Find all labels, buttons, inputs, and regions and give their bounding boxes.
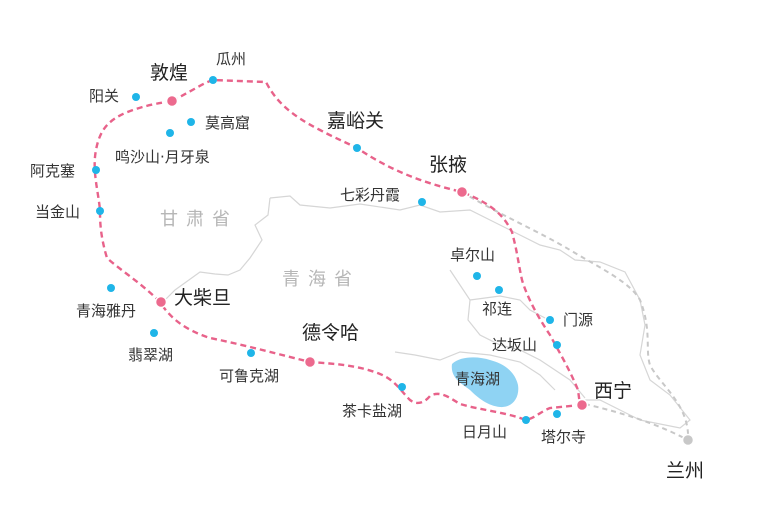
poi-label-riyueshan[interactable]: 日月山	[462, 423, 508, 441]
poi-label-yangguan[interactable]: 阳关	[89, 87, 120, 105]
poi-label-qilian[interactable]: 祁连	[482, 300, 513, 318]
city-dot-dunhuang[interactable]	[165, 94, 179, 108]
poi-label-dabanshan[interactable]: 达坂山	[492, 336, 538, 354]
region-label-gansu: 甘肃省	[160, 209, 238, 230]
poi-dot-qinghai-yadan[interactable]	[107, 284, 115, 292]
province-border	[449, 269, 586, 399]
poi-label-feicuihu[interactable]: 翡翠湖	[128, 346, 174, 364]
city-dot-lanzhou[interactable]	[681, 433, 695, 447]
city-dot-xining[interactable]	[575, 398, 589, 412]
poi-label-zhuoershan[interactable]: 卓尔山	[450, 246, 496, 264]
qinghai-lake-shape	[451, 357, 519, 408]
lake-label: 青海湖	[455, 370, 501, 388]
poi-label-guazhou[interactable]: 瓜州	[216, 50, 247, 68]
province-border	[469, 295, 546, 319]
side-route-path	[584, 403, 689, 441]
poi-dot-qicai[interactable]	[418, 198, 426, 206]
poi-dot-dabanshan[interactable]	[553, 341, 561, 349]
poi-dot-riyueshan[interactable]	[522, 416, 530, 424]
poi-dot-mingsha[interactable]	[166, 129, 174, 137]
province-border	[394, 351, 556, 391]
poi-label-mingsha[interactable]: 鸣沙山·月牙泉	[115, 148, 210, 166]
poi-label-dangjinshan[interactable]: 当金山	[35, 203, 81, 221]
poi-dot-yangguan[interactable]	[132, 93, 140, 101]
poi-dot-chaka[interactable]	[398, 383, 406, 391]
poi-label-qicai[interactable]: 七彩丹霞	[340, 186, 401, 204]
poi-dot-taersi[interactable]	[553, 410, 561, 418]
poi-markers	[92, 76, 561, 424]
side-route-path	[461, 191, 690, 441]
poi-dot-qilian[interactable]	[495, 286, 503, 294]
poi-dot-keluke[interactable]	[247, 349, 255, 357]
poi-label-mogao[interactable]: 莫高窟	[205, 114, 251, 132]
poi-dot-jiayuguan[interactable]	[353, 144, 361, 152]
city-label-dunhuang[interactable]: 敦煌	[150, 62, 189, 84]
poi-dot-mogao[interactable]	[187, 118, 195, 126]
city-dot-delingha[interactable]	[303, 355, 317, 369]
city-label-jiayuguan[interactable]: 嘉峪关	[327, 110, 385, 132]
poi-dot-feicuihu[interactable]	[150, 329, 158, 337]
poi-label-menyuan[interactable]: 门源	[563, 311, 594, 329]
poi-dot-zhuoershan[interactable]	[473, 272, 481, 280]
poi-label-qinghai-yadan[interactable]: 青海雅丹	[76, 302, 137, 320]
city-label-xining[interactable]: 西宁	[594, 380, 633, 402]
city-label-dachaidan[interactable]: 大柴旦	[174, 287, 232, 309]
province-border	[164, 197, 271, 301]
city-label-zhangye[interactable]: 张掖	[429, 154, 468, 176]
city-label-lanzhou[interactable]: 兰州	[666, 460, 705, 482]
region-label-qinghai: 青海省	[282, 269, 360, 290]
poi-label-keluke[interactable]: 可鲁克湖	[219, 367, 280, 385]
city-dot-zhangye[interactable]	[455, 185, 469, 199]
main-route-path	[93, 78, 582, 422]
city-label-delingha[interactable]: 德令哈	[302, 322, 360, 344]
poi-label-taersi[interactable]: 塔尔寺	[541, 428, 587, 446]
poi-label-chaka[interactable]: 茶卡盐湖	[342, 402, 403, 420]
poi-dot-akesai[interactable]	[92, 166, 100, 174]
poi-label-akesai[interactable]: 阿克塞	[30, 162, 76, 180]
city-dot-dachaidan[interactable]	[154, 295, 168, 309]
poi-dot-dangjinshan[interactable]	[96, 207, 104, 215]
poi-dot-guazhou[interactable]	[209, 76, 217, 84]
province-border	[269, 195, 691, 429]
city-markers	[154, 94, 695, 447]
poi-dot-menyuan[interactable]	[546, 316, 554, 324]
